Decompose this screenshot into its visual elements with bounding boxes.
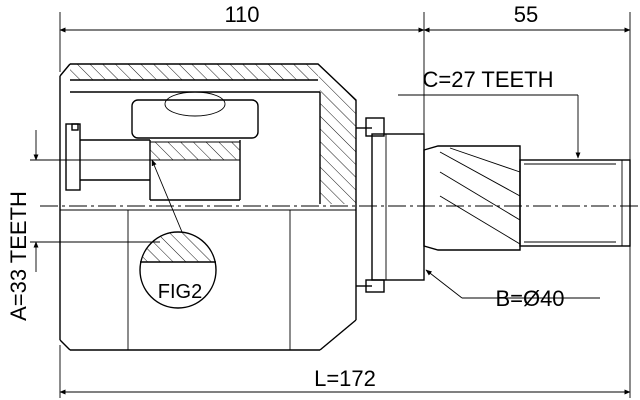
shaft-length-label: 55	[514, 2, 538, 27]
inner-teeth-label: A=33 TEETH	[6, 191, 31, 321]
outer-teeth-label: C=27 TEETH	[422, 67, 553, 92]
overall-length-label: L=172	[314, 366, 376, 391]
spline-shaft	[423, 145, 631, 251]
boot-collar	[365, 117, 425, 293]
dimension-lines	[30, 12, 631, 398]
housing-length-label: 110	[224, 2, 259, 27]
housing	[59, 63, 372, 351]
detail-label: FIG2	[158, 281, 202, 303]
inner-race	[65, 91, 259, 201]
seal-diameter-label: B=Ø40	[495, 286, 564, 311]
